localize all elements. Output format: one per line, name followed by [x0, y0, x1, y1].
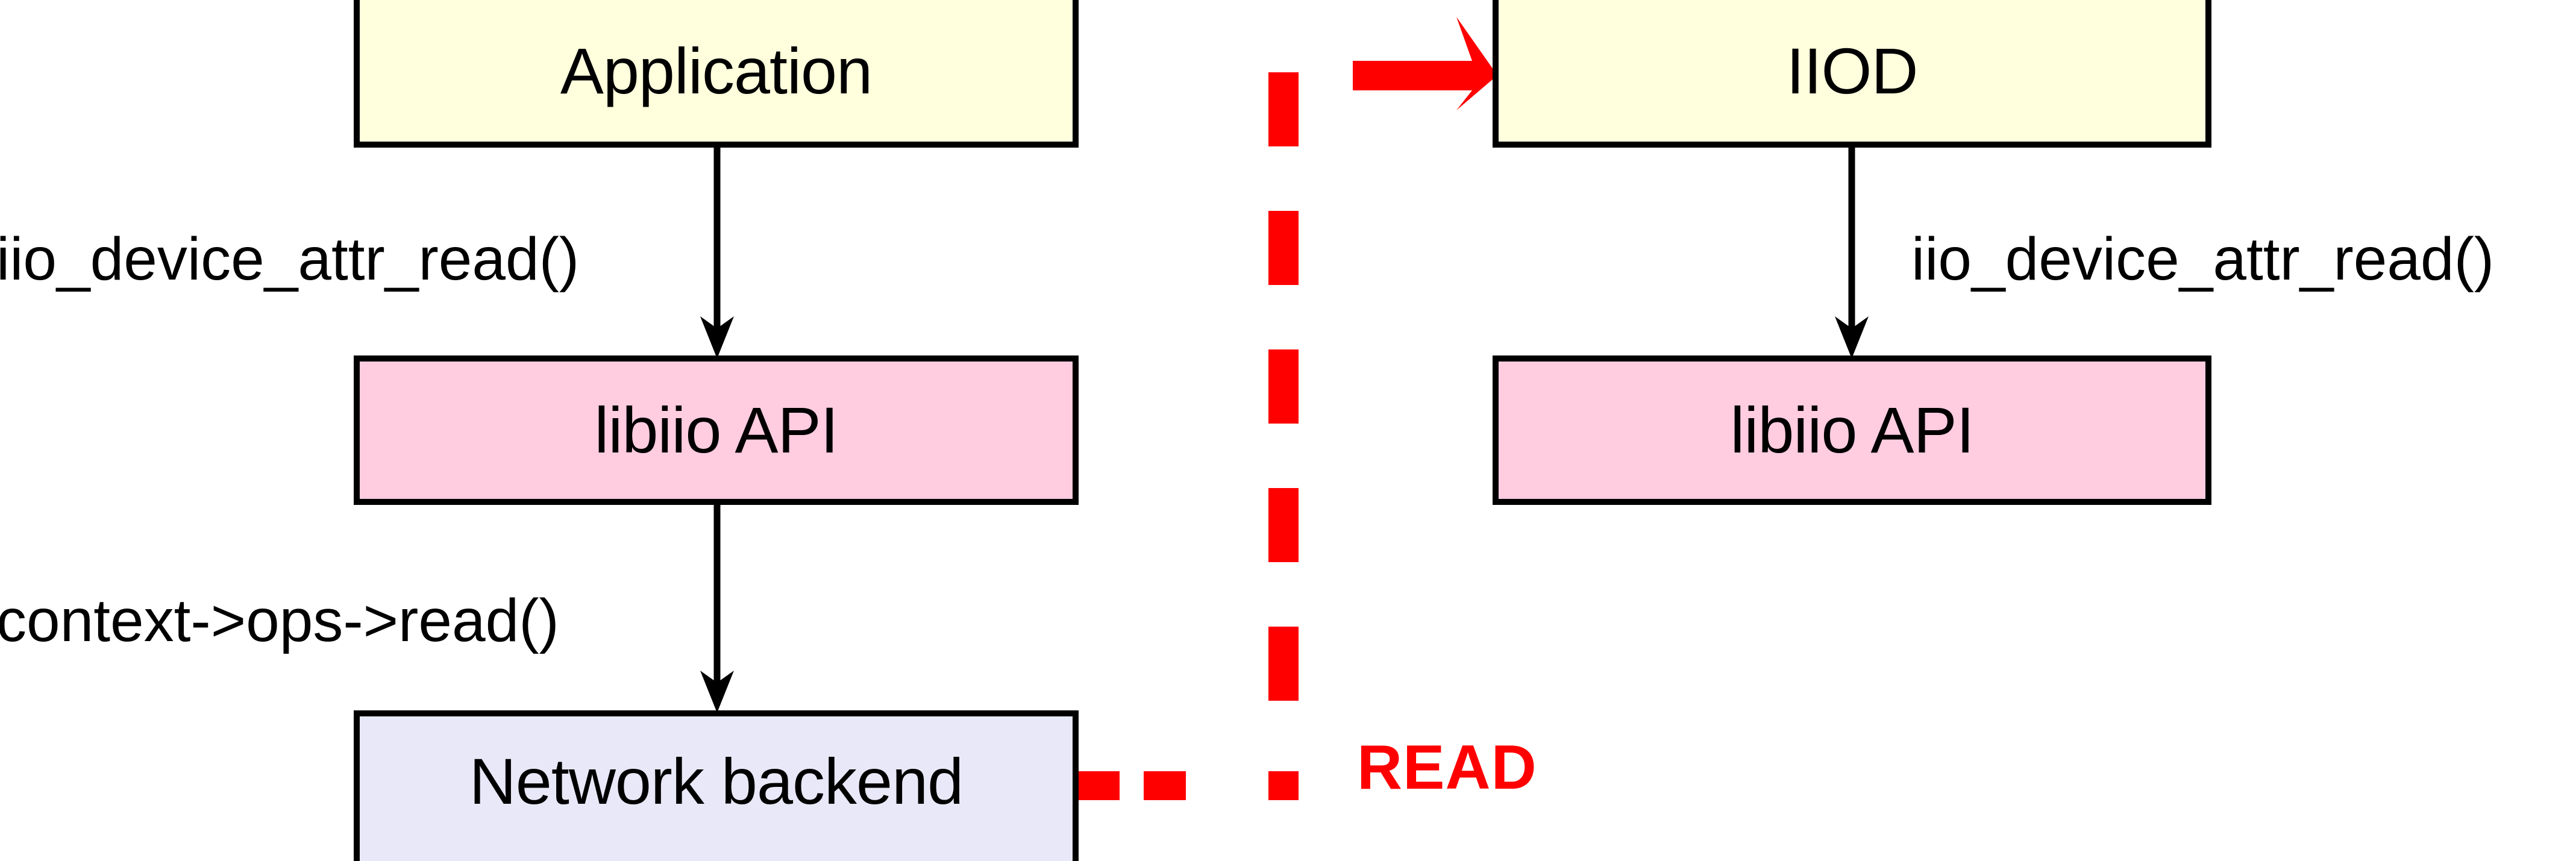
node-network-backend[interactable]: Network backend: [354, 710, 1079, 861]
node-libiio-api-right[interactable]: libiio API: [1493, 355, 2211, 505]
node-libiio-api-left[interactable]: libiio API: [354, 355, 1079, 505]
connector-app-to-libiio: [699, 146, 735, 358]
edge-label-iiod-to-libiio: iio_device_attr_read(): [1911, 225, 2495, 293]
edge-label-app-to-libiio: iio_device_attr_read(): [0, 225, 580, 293]
network-link-dash-h-1: [1079, 771, 1120, 800]
node-libiio-api-left-label: libiio API: [594, 393, 838, 466]
network-link-dash-v-1: [1268, 72, 1299, 146]
network-link-arrow-icon: [1353, 17, 1497, 110]
network-link-dash-v-3: [1268, 349, 1299, 424]
network-link-dash-v-5: [1268, 627, 1299, 701]
network-link-dash-h-2: [1144, 771, 1186, 800]
node-network-backend-label: Network backend: [469, 745, 964, 818]
node-iiod-label: IIOD: [1786, 34, 1918, 107]
network-link-dash-v-2: [1268, 211, 1299, 285]
node-application[interactable]: Application: [354, 0, 1079, 148]
node-application-label: Application: [560, 34, 873, 107]
network-link-read-label: READ: [1357, 733, 1537, 803]
network-link-dash-v-4: [1268, 488, 1299, 562]
connector-iiod-to-libiio: [1834, 146, 1870, 358]
node-iiod[interactable]: IIOD: [1493, 0, 2211, 148]
network-link-dash-corner: [1268, 771, 1299, 800]
edge-label-libiio-to-backend: context->ops->read(): [0, 587, 559, 654]
node-libiio-api-right-label: libiio API: [1730, 393, 1974, 466]
connector-libiio-to-backend: [699, 504, 735, 713]
